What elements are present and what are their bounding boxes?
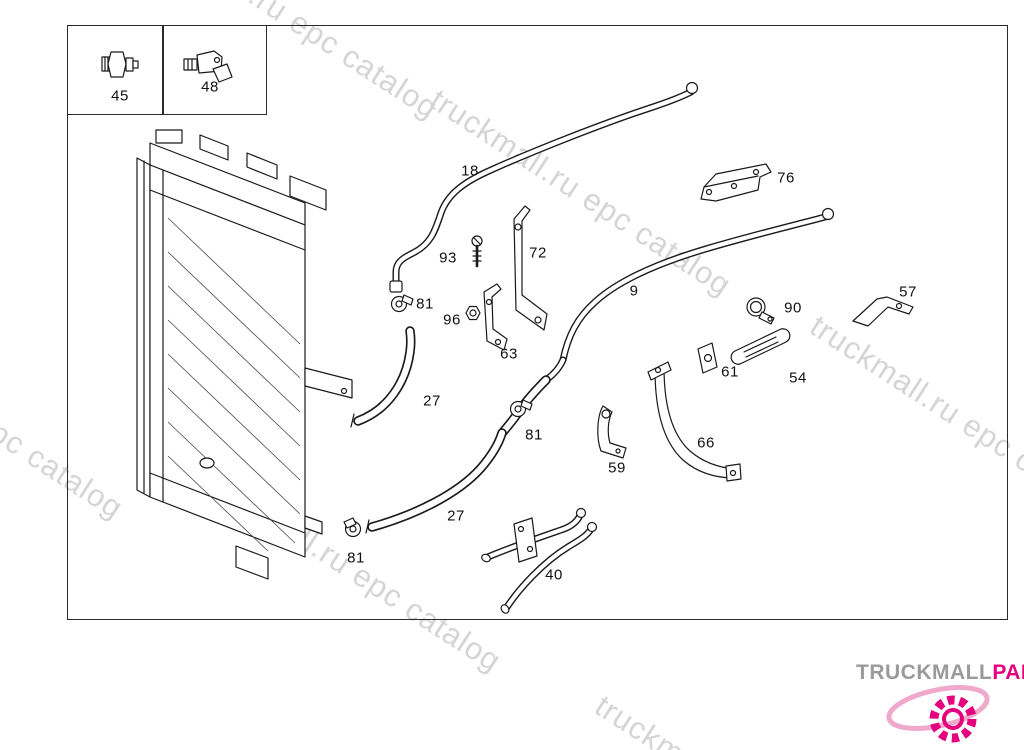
diagram-border-frame	[67, 25, 1008, 620]
bracket-63-drawing	[483, 283, 508, 351]
part-label-72: 72	[529, 244, 547, 262]
bolt-93-drawing	[471, 235, 483, 268]
clamp-81-middle-drawing	[509, 399, 533, 418]
part-label-66: 66	[697, 434, 715, 452]
pipe-18-drawing	[389, 81, 699, 293]
fitting-45-drawing	[101, 51, 139, 78]
clamp-81-upper-drawing	[390, 294, 414, 313]
part-label-27-lower: 27	[447, 507, 465, 525]
bracket-66-drawing	[647, 361, 742, 482]
part-label-93: 93	[439, 249, 457, 267]
bracket-76-drawing	[700, 163, 772, 202]
clamp-81-bottom-drawing	[343, 517, 362, 538]
strap-54-drawing	[730, 328, 791, 365]
clamp-90-drawing	[746, 297, 775, 325]
part-label-81-middle: 81	[525, 426, 543, 444]
part-label-59: 59	[608, 459, 626, 477]
part-label-57: 57	[899, 283, 917, 301]
part-label-9: 9	[629, 282, 639, 300]
part-label-90: 90	[784, 299, 802, 317]
logo-text-parts: PARTS	[992, 661, 1024, 684]
part-label-18: 18	[461, 162, 479, 180]
nut-96-drawing	[465, 305, 481, 321]
brand-logo: TRUCKMALLPARTS	[856, 661, 1024, 685]
hose-27-upper-drawing	[350, 326, 416, 428]
radiator-drawing	[136, 129, 353, 580]
part-label-48: 48	[201, 78, 219, 96]
part-label-45: 45	[111, 87, 129, 105]
logo-text-truckmall: TRUCKMALL	[856, 661, 993, 684]
bracket-72-drawing	[513, 205, 548, 331]
bracket-57-drawing	[852, 296, 914, 327]
pipe-9-drawing	[498, 207, 835, 437]
part-label-76: 76	[777, 169, 795, 187]
part-label-81-upper: 81	[416, 295, 434, 313]
hose-27-lower-drawing	[365, 428, 507, 534]
part-label-81-bottom: 81	[347, 549, 365, 567]
bracket-59-drawing	[597, 405, 627, 459]
part-label-63: 63	[500, 345, 518, 363]
part-label-96: 96	[443, 311, 461, 329]
pipe-40-assembly-drawing	[481, 507, 598, 614]
part-label-61: 61	[721, 363, 739, 381]
part-label-54: 54	[789, 369, 807, 387]
fitting-48-drawing	[183, 50, 233, 83]
logo-gear-graphic	[886, 685, 990, 743]
inset-box-part-48	[162, 25, 267, 115]
inset-box-part-45	[67, 25, 164, 115]
part-label-40: 40	[545, 566, 563, 584]
clip-61-drawing	[697, 342, 718, 374]
part-label-27-upper: 27	[423, 392, 441, 410]
